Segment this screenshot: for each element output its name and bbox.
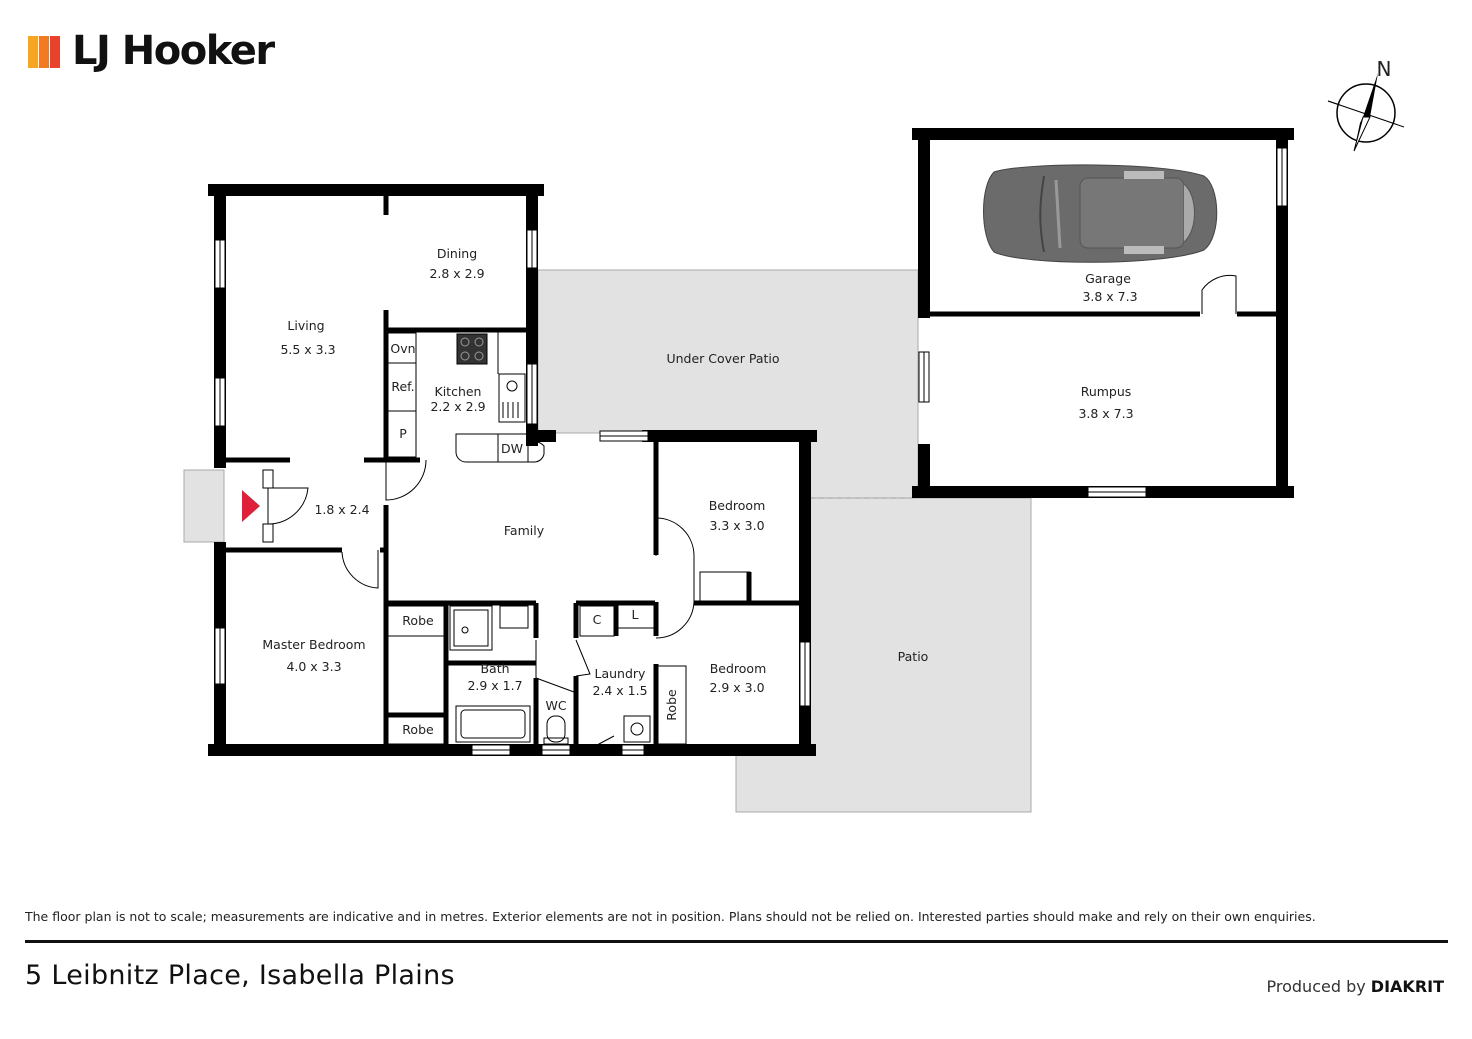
produced-by: Produced by DIAKRIT	[1267, 977, 1444, 996]
robe-side-label: Robe	[664, 689, 679, 721]
robe-top-box	[387, 605, 447, 637]
bath-size: 2.9 x 1.7	[467, 678, 522, 693]
basin-icon	[499, 605, 529, 629]
robe-top-label: Robe	[402, 613, 434, 628]
rumpus-name: Rumpus	[1081, 384, 1132, 399]
bath-fixtures	[387, 571, 751, 745]
bedroom1-size: 3.3 x 3.0	[709, 518, 764, 533]
sink-icon	[498, 373, 526, 423]
bath-name: Bath	[480, 661, 509, 676]
entry-size: 1.8 x 2.4	[314, 502, 369, 517]
car-icon	[983, 164, 1218, 263]
cooktop-icon	[456, 333, 488, 365]
rumpus-size: 3.8 x 7.3	[1078, 406, 1133, 421]
kitchen-fixtures	[387, 330, 545, 463]
disclaimer-text: The floor plan is not to scale; measurem…	[25, 909, 1316, 924]
bedroom2-name: Bedroom	[710, 661, 767, 676]
kitchen-size: 2.2 x 2.9	[430, 399, 485, 414]
entry-porch	[183, 469, 225, 543]
bedroom2-size: 2.9 x 3.0	[709, 680, 764, 695]
fridge-label: Ref.	[391, 379, 414, 394]
robe-bottom-box	[387, 715, 447, 745]
room-labels: Dining 2.8 x 2.9 Living 5.5 x 3.3 Ovn Re…	[262, 246, 1137, 737]
oven-label: Ovn	[390, 341, 415, 356]
kitchen-name: Kitchen	[435, 384, 482, 399]
cupboard-box	[579, 605, 615, 637]
pantry-label: P	[399, 426, 407, 441]
logo-bars	[28, 36, 64, 68]
under-cover-patio-area	[537, 269, 919, 499]
living-size: 5.5 x 3.3	[280, 342, 335, 357]
master-size: 4.0 x 3.3	[286, 659, 341, 674]
bathtub-icon	[455, 705, 531, 743]
linen-label: L	[632, 607, 639, 622]
family-name: Family	[504, 523, 545, 538]
laundry-tub-icon	[623, 715, 651, 743]
laundry-size: 2.4 x 1.5	[592, 683, 647, 698]
wc-label: WC	[545, 698, 566, 713]
robe-bottom-label: Robe	[402, 722, 434, 737]
garage-size: 3.8 x 7.3	[1082, 289, 1137, 304]
property-address: 5 Leibnitz Place, Isabella Plains	[25, 960, 455, 991]
robe-side-box	[657, 665, 687, 745]
master-name: Master Bedroom	[262, 637, 365, 652]
footer-divider	[25, 940, 1448, 943]
living-name: Living	[287, 318, 324, 333]
dining-size: 2.8 x 2.9	[429, 266, 484, 281]
dishwasher-box	[497, 433, 529, 463]
doors	[267, 274, 1237, 753]
logo-bar-orange	[39, 36, 49, 68]
linen-box	[617, 603, 655, 629]
north-compass-icon: N	[1327, 57, 1405, 152]
produced-prefix: Produced by	[1266, 977, 1366, 996]
logo-wordmark: LJ Hooker	[72, 28, 275, 74]
laundry-name: Laundry	[595, 666, 647, 681]
interior-walls	[220, 194, 800, 745]
logo-bar-red	[50, 36, 60, 68]
logo-bar-yellow	[28, 36, 38, 68]
patio-area	[735, 497, 1032, 813]
entry-arrow-icon	[242, 490, 260, 522]
cupboard-label: C	[593, 612, 602, 627]
bedroom1-name: Bedroom	[709, 498, 766, 513]
north-label: N	[1377, 57, 1392, 81]
produced-brand: DIAKRIT	[1370, 977, 1444, 996]
shower-icon	[449, 605, 493, 651]
pantry-box	[387, 410, 417, 458]
dishwasher-label: DW	[501, 441, 523, 456]
bedroom-robe-box	[699, 571, 751, 603]
under-cover-patio-label: Under Cover Patio	[666, 351, 779, 366]
windows	[214, 147, 1288, 756]
toilet-icon	[546, 715, 566, 743]
dining-name: Dining	[437, 246, 477, 261]
patio-label: Patio	[898, 649, 929, 664]
garage-name: Garage	[1085, 271, 1131, 286]
outdoor-areas	[183, 269, 1032, 813]
